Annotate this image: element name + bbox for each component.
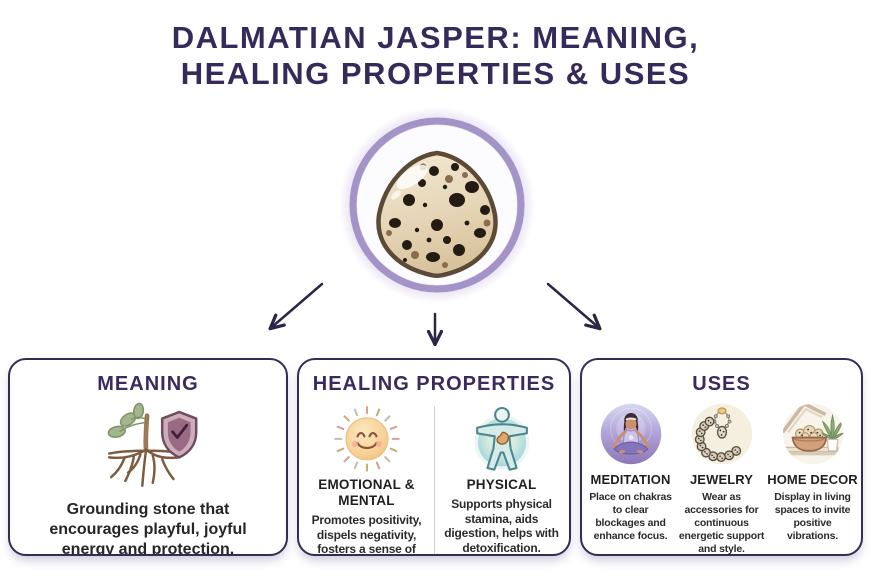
jewelry-description: Wear as accessories for continuous energ… bbox=[678, 491, 765, 555]
emotional-mental-column: EMOTIONAL & MENTAL Promotes positivity, … bbox=[305, 400, 429, 556]
healing-properties-card: HEALING PROPERTIES bbox=[297, 358, 571, 556]
dalmatian-jasper-stone-icon bbox=[337, 105, 537, 305]
uses-card-title: USES bbox=[692, 373, 751, 395]
meditating-person-icon bbox=[599, 402, 663, 466]
emotional-mental-heading: EMOTIONAL & MENTAL bbox=[318, 477, 415, 508]
column-divider bbox=[433, 406, 435, 554]
page-title-line1: DALMATIAN JASPER: MEANING, bbox=[171, 20, 700, 55]
emotional-mental-description: Promotes positivity, dispels negativity,… bbox=[311, 513, 422, 556]
meaning-description: Grounding stone that encourages playful,… bbox=[49, 501, 247, 556]
beaded-jewelry-icon bbox=[690, 402, 754, 466]
jewelry-heading: JEWELRY bbox=[689, 472, 754, 487]
meditation-column: MEDITATION Place on chakras to clear blo… bbox=[587, 401, 675, 554]
stone-bowl-shelf-icon bbox=[781, 402, 845, 466]
healing-card-title: HEALING PROPERTIES bbox=[312, 373, 556, 395]
smiling-sun-icon bbox=[331, 402, 403, 474]
physical-column: PHYSICAL Supports physical stamina, aids… bbox=[440, 400, 564, 555]
human-body-digestion-icon bbox=[466, 402, 538, 474]
home-decor-description: Display in living spaces to invite posit… bbox=[774, 491, 851, 542]
physical-description: Supports physical stamina, aids digestio… bbox=[444, 497, 559, 555]
home-decor-heading: HOME DECOR bbox=[767, 472, 858, 487]
physical-heading: PHYSICAL bbox=[466, 477, 537, 492]
page-title: DALMATIAN JASPER: MEANING,HEALING PROPER… bbox=[0, 20, 871, 92]
jewelry-column: JEWELRY Wear as accessories for continuo… bbox=[678, 401, 766, 555]
connector-arrows-icon bbox=[0, 282, 871, 352]
uses-card: USES bbox=[580, 358, 863, 556]
healing-columns: EMOTIONAL & MENTAL Promotes positivity, … bbox=[299, 400, 569, 556]
cards-row: MEANING bbox=[8, 358, 863, 556]
meaning-card-title: MEANING bbox=[97, 373, 199, 395]
meaning-card: MEANING bbox=[8, 358, 288, 556]
uses-columns: MEDITATION Place on chakras to clear blo… bbox=[582, 401, 861, 555]
home-decor-column: HOME DECOR Display in living spaces to i… bbox=[767, 401, 858, 554]
page-title-line2: HEALING PROPERTIES & USES bbox=[180, 56, 691, 91]
roots-and-shield-icon bbox=[96, 400, 200, 492]
meditation-heading: MEDITATION bbox=[590, 472, 671, 487]
meditation-description: Place on chakras to clear blockages and … bbox=[589, 491, 672, 542]
